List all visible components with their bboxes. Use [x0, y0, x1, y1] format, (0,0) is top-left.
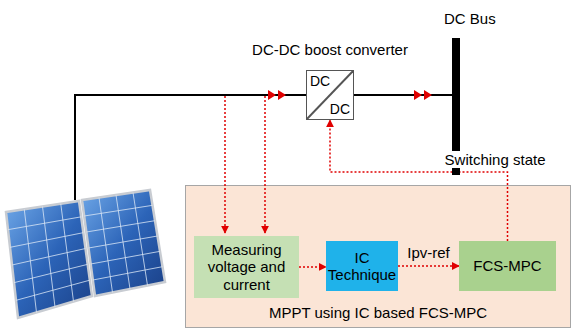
power-connector: [354, 94, 452, 96]
solar-module: [6, 201, 92, 318]
node-label: DC Bus: [444, 10, 496, 27]
cell-grid: [86, 221, 155, 232]
voltage-sense-line: [224, 96, 226, 233]
cell-grid: [10, 233, 83, 248]
cell-grid: [12, 249, 86, 266]
solar-module: [82, 190, 165, 296]
cell-grid: [84, 205, 152, 216]
converter-box: DC-DC boost converterDCDC: [306, 70, 354, 120]
cell-grid: [93, 267, 163, 280]
port-label: DC: [310, 73, 330, 89]
edge-label: Switching state: [443, 151, 548, 168]
current-sense-line: [264, 96, 266, 233]
node-label: IC Technique: [328, 249, 396, 284]
converter-diagonal-line: [307, 71, 353, 119]
cell-grid: [14, 264, 88, 282]
flow-arrowheads: [268, 90, 286, 100]
edge-label: Ipv-ref: [405, 244, 452, 261]
solar-panel: [6, 190, 165, 318]
fcs-mpc-box: FCS-MPC: [459, 241, 556, 291]
cell-grid: [91, 251, 160, 264]
node-label: Measuring voltage and current: [200, 241, 293, 293]
measuring-box: Measuring voltage and current: [194, 236, 299, 298]
port-label: DC: [330, 101, 350, 117]
flow-arrowheads: [414, 90, 432, 100]
cell-grid: [8, 217, 81, 230]
ic-technique-box: IC Technique: [326, 241, 398, 291]
node-label: DC-DC boost converter: [252, 41, 408, 58]
node-label: FCS-MPC: [473, 257, 541, 274]
mppt-region: MPPT using IC based FCS-MPC Measuring vol…: [185, 185, 571, 328]
node-label: MPPT using IC based FCS-MPC: [186, 304, 570, 321]
cell-grid: [16, 280, 90, 300]
cell-grid: [89, 236, 158, 248]
